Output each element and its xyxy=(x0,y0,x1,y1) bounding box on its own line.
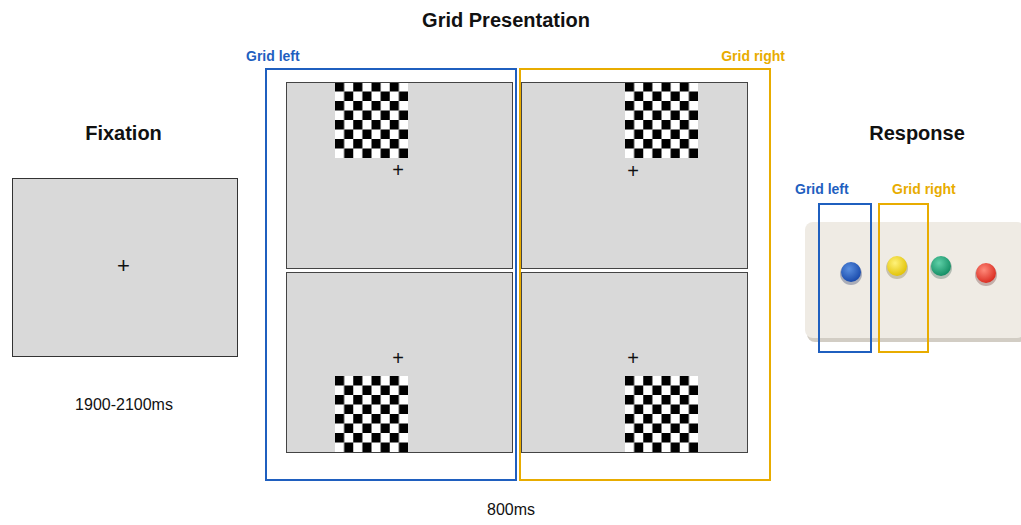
stimulus-screen: + xyxy=(521,82,748,269)
fixation-cross: + xyxy=(627,161,639,181)
fixation-cross: + xyxy=(117,255,130,277)
duration-label: 800ms xyxy=(487,501,535,519)
button-highlight: Grid left xyxy=(818,203,872,353)
response-pad xyxy=(805,222,1021,342)
button-label: Grid right xyxy=(892,181,956,197)
stimulus-screen: + xyxy=(521,272,748,453)
stimulus-screen: + xyxy=(286,272,513,453)
duration-label: 1900-2100ms xyxy=(75,396,173,414)
phase-heading: Response xyxy=(869,122,965,145)
condition-frame: Grid right++ xyxy=(519,68,771,481)
condition-label: Grid right xyxy=(721,48,785,64)
stimulus-screen: + xyxy=(286,82,513,269)
condition-label: Grid left xyxy=(246,48,300,64)
fixation-cross: + xyxy=(392,348,404,368)
fixation-screen: Fixation+ xyxy=(12,178,238,357)
figure-title: Grid Presentation xyxy=(422,9,590,32)
screen-heading: Fixation xyxy=(85,121,162,144)
fixation-cross: + xyxy=(627,348,639,368)
fixation-cross: + xyxy=(392,160,404,180)
condition-frame: Grid left++ xyxy=(265,68,517,481)
button-highlight: Grid right xyxy=(878,203,929,353)
button-label: Grid left xyxy=(795,181,849,197)
